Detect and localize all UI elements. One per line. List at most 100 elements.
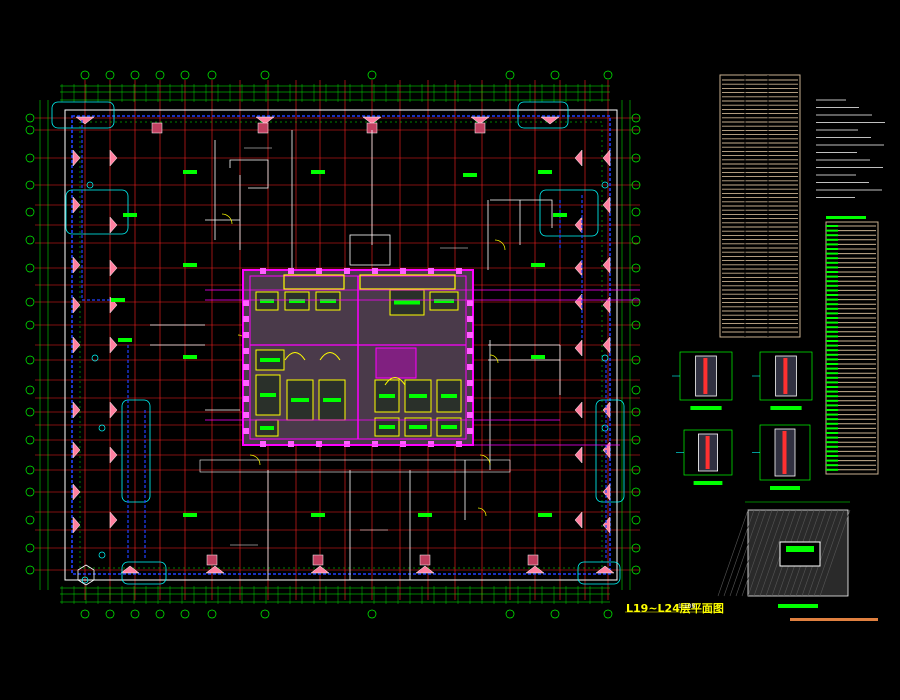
grid-bubble-left bbox=[25, 320, 35, 330]
grid-bubble-left bbox=[25, 515, 35, 525]
column-marker bbox=[602, 149, 611, 167]
grid-bubble-left bbox=[25, 543, 35, 553]
room-label-mark bbox=[183, 170, 197, 174]
partition-wall bbox=[349, 234, 391, 266]
general-notes bbox=[816, 99, 885, 219]
room-label-mark bbox=[538, 170, 552, 174]
schedule-cell-mark bbox=[826, 330, 838, 333]
detail-element bbox=[705, 436, 710, 469]
core-column bbox=[344, 441, 350, 447]
detail-opening bbox=[779, 541, 821, 567]
schedule-cell-mark bbox=[826, 248, 838, 250]
column-marker bbox=[72, 256, 81, 274]
grid-bubble-right bbox=[631, 465, 641, 475]
detail-ref-bubble bbox=[81, 576, 89, 584]
schedule-cell-mark bbox=[826, 243, 838, 246]
square-column bbox=[474, 122, 486, 134]
shaft-label bbox=[291, 398, 309, 402]
column-marker bbox=[205, 565, 225, 574]
schedule-cell-mark bbox=[826, 367, 838, 370]
grid-bubble-right bbox=[631, 113, 641, 123]
door-swing bbox=[494, 239, 506, 251]
schedule-cell-mark bbox=[826, 317, 838, 319]
detail-caption-mark bbox=[778, 604, 818, 608]
core-column bbox=[243, 364, 249, 370]
schedule-cell-mark bbox=[826, 225, 838, 227]
table-title-mark bbox=[826, 216, 866, 219]
shaft-label bbox=[320, 299, 336, 303]
square-column bbox=[151, 122, 163, 134]
grid-bubble-left bbox=[25, 565, 35, 575]
core-column bbox=[467, 380, 473, 386]
column-marker bbox=[602, 256, 611, 274]
shaft-label bbox=[409, 394, 427, 398]
grid-bubble-right bbox=[631, 207, 641, 217]
schedule-cell-mark bbox=[826, 229, 838, 232]
core-column bbox=[400, 268, 406, 274]
grid-bubble-left bbox=[25, 435, 35, 445]
schedule-cell-mark bbox=[826, 436, 838, 439]
grid-bubble-right bbox=[631, 355, 641, 365]
core-column bbox=[428, 268, 434, 274]
schedule-cell-mark bbox=[826, 340, 838, 342]
callout-box bbox=[517, 101, 569, 129]
schedule-cell-mark bbox=[826, 266, 838, 269]
shaft-label bbox=[260, 299, 274, 303]
column-marker bbox=[109, 401, 118, 419]
grid-bubble-top bbox=[105, 70, 115, 80]
door-swing bbox=[477, 507, 487, 517]
schedule-cell-mark bbox=[826, 395, 838, 398]
detail-hatch bbox=[759, 509, 791, 597]
grid-bubble-top bbox=[603, 70, 613, 80]
room-label-mark bbox=[183, 355, 197, 359]
schedule-cell-mark bbox=[826, 450, 838, 453]
detail-hatch bbox=[753, 509, 785, 597]
grid-bubble-left bbox=[25, 263, 35, 273]
room-label-mark bbox=[418, 513, 432, 517]
column-marker bbox=[602, 336, 611, 354]
detail-hatch bbox=[819, 509, 851, 597]
outer-wall bbox=[64, 109, 618, 581]
core-column bbox=[467, 316, 473, 322]
detail-ref-bubble bbox=[601, 354, 609, 362]
callout-box bbox=[121, 399, 151, 503]
room-label-mark bbox=[553, 213, 567, 217]
column-marker bbox=[72, 516, 81, 534]
core-column bbox=[260, 268, 266, 274]
grid-bubble-right bbox=[631, 125, 641, 135]
grid-bubble-right bbox=[631, 515, 641, 525]
grid-bubble-left bbox=[25, 297, 35, 307]
column-marker bbox=[540, 116, 560, 125]
schedule-cell-mark bbox=[826, 289, 838, 292]
schedule-cell-mark bbox=[826, 399, 838, 402]
shaft-label bbox=[260, 426, 274, 430]
core-column bbox=[400, 441, 406, 447]
schedule-cell-mark bbox=[826, 459, 838, 462]
partition-wall bbox=[490, 199, 553, 228]
column-marker bbox=[415, 565, 435, 574]
title-strip bbox=[790, 618, 878, 621]
callout-box bbox=[539, 189, 599, 237]
schedule-cell-mark bbox=[826, 252, 838, 255]
schedule-cell-mark bbox=[826, 280, 838, 283]
detail-hatch bbox=[717, 509, 749, 597]
detail-drawings bbox=[672, 351, 851, 608]
schedule-cell-mark bbox=[826, 390, 838, 393]
grid-bubble-bottom bbox=[80, 609, 90, 619]
column-marker bbox=[574, 216, 583, 234]
core-plan-detail bbox=[717, 501, 851, 608]
schedule-cell-mark bbox=[826, 275, 838, 278]
detail-hatch bbox=[813, 509, 845, 597]
detail-hatch bbox=[807, 509, 839, 597]
grid-bubble-bottom bbox=[155, 609, 165, 619]
inner-boundary bbox=[79, 121, 603, 569]
core-column bbox=[372, 268, 378, 274]
column-marker bbox=[574, 259, 583, 277]
callout-box bbox=[577, 561, 621, 585]
schedule-cell-mark bbox=[826, 238, 838, 241]
detail-element bbox=[783, 358, 788, 394]
detail-ref-bubble bbox=[98, 424, 106, 432]
detail-caption-mark bbox=[770, 406, 802, 410]
interior-partitions bbox=[150, 130, 561, 580]
